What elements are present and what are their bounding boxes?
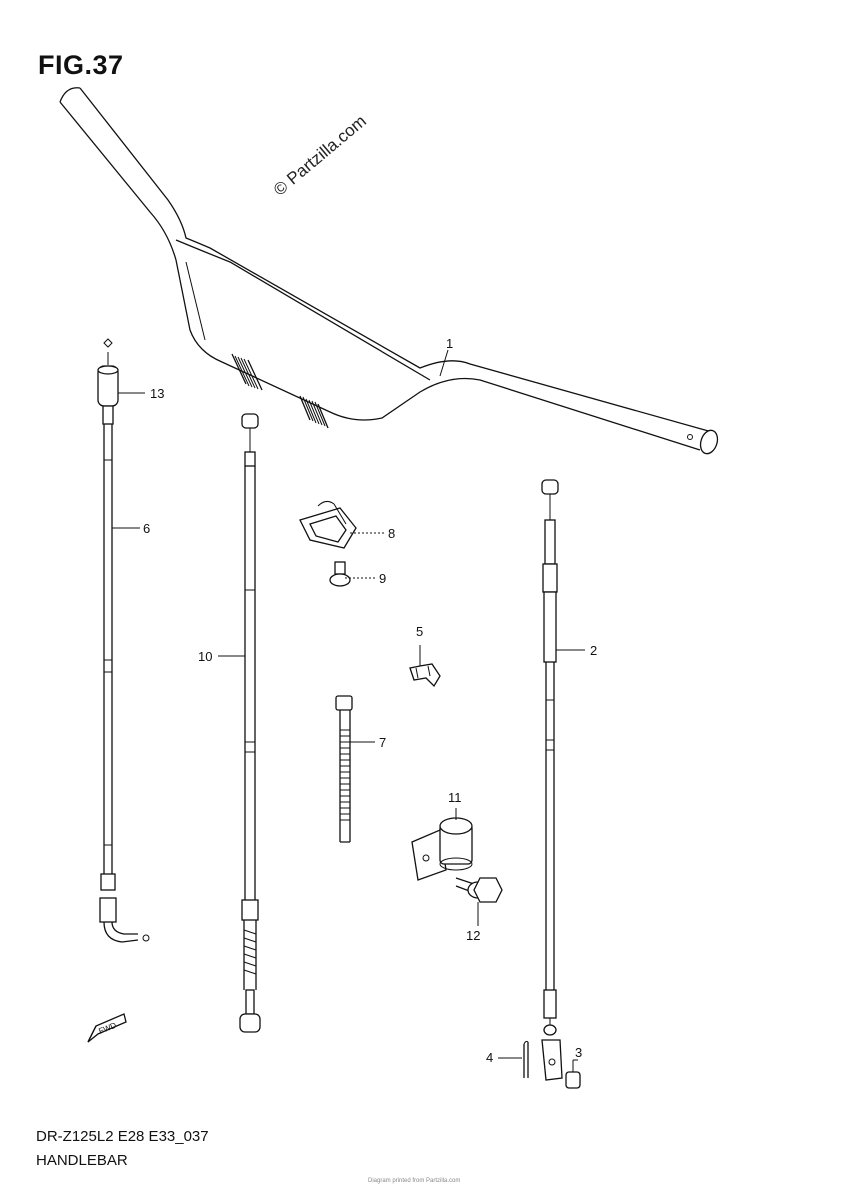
brake-cable-part[interactable]: [541, 479, 563, 1081]
knurl-right: [299, 395, 329, 429]
callout-3: 3: [575, 1045, 582, 1060]
fwd-label: FWD: [97, 1021, 117, 1036]
cable-tie-part[interactable]: [335, 695, 353, 843]
knurl-left: [231, 353, 263, 391]
bolt-12-part[interactable]: [455, 877, 503, 903]
cable-guide-part[interactable]: [411, 817, 473, 881]
bolt-3-part[interactable]: [565, 1060, 581, 1089]
pin-4-part[interactable]: [523, 1040, 529, 1078]
cable-clamp-part[interactable]: [299, 500, 357, 549]
section-name: HANDLEBAR: [36, 1152, 128, 1169]
handlebar-part[interactable]: [59, 87, 720, 456]
callout-11: 11: [448, 790, 462, 805]
callout-6: 6: [143, 521, 150, 536]
model-code: DR-Z125L2 E28 E33_037: [36, 1128, 209, 1145]
bolt-9-part[interactable]: [329, 561, 351, 587]
footer-note: Diagram printed from Partzilla.com: [368, 1178, 461, 1184]
clip-5-part[interactable]: [409, 663, 441, 688]
callout-13: 13: [150, 386, 164, 401]
callout-5: 5: [416, 624, 423, 639]
callout-1: 1: [446, 336, 453, 351]
leader-lines: [112, 392, 585, 1061]
throttle-cable-part[interactable]: [97, 338, 150, 943]
callout-8: 8: [388, 526, 395, 541]
clutch-cable-part[interactable]: [239, 413, 261, 1033]
callout-9: 9: [379, 571, 386, 586]
figure-title: FIG.37: [38, 50, 124, 80]
callout-10: 10: [198, 649, 212, 664]
callout-7: 7: [379, 735, 386, 750]
callout-4: 4: [486, 1050, 493, 1065]
callout-2: 2: [590, 643, 597, 658]
fwd-arrow-icon: FWD: [87, 1013, 127, 1043]
callout-12: 12: [466, 928, 480, 943]
